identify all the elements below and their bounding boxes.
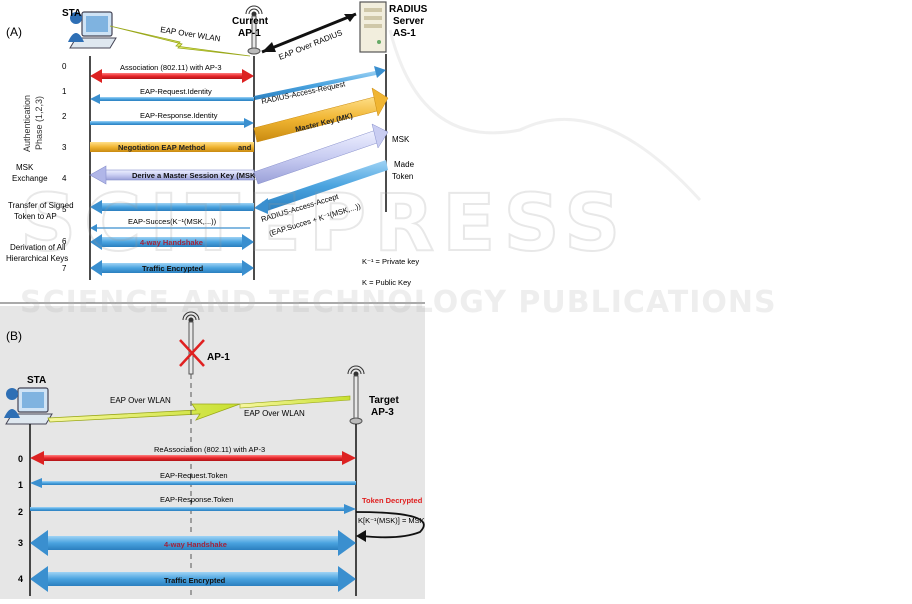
msk-arrow [253, 123, 389, 185]
panel-b-label: (B) [6, 329, 22, 343]
derive-msk-arrow [89, 165, 255, 185]
four-way-arrow-b [30, 530, 356, 556]
master-key-arrow [253, 87, 389, 143]
side-msk-1: MSK [16, 163, 34, 172]
decrypt-formula: K[K⁻¹(MSK)] = MSK [358, 516, 425, 525]
ap1-label-b: AP-1 [207, 352, 230, 363]
side-transfer-2: Token to AP [14, 212, 57, 221]
eap-over-wlan-left: EAP Over WLAN [110, 396, 171, 405]
radius-link [261, 12, 357, 54]
token-decrypted-label: Token Decrypted [362, 496, 423, 505]
radius-server-icon [359, 1, 387, 53]
ap-label-current: Current [232, 16, 269, 27]
watermark: SCITEPRESS SCIENCE AND TECHNOLOGY PUBLIC… [19, 29, 777, 320]
ap1-cross-icon [179, 339, 205, 367]
legend-private-key: K⁻¹ = Private key [362, 257, 419, 266]
request-token-label: EAP-Request.Token [160, 471, 228, 480]
step-a-5: 5 [62, 205, 67, 214]
reassociation-label: ReAssociation (802.11) with AP-3 [154, 445, 265, 454]
eap-over-wlan-right: EAP Over WLAN [244, 409, 305, 418]
server-label-as1: AS-1 [393, 28, 416, 39]
response-identity-label: EAP-Response.Identity [140, 111, 218, 120]
server-label-radius: RADIUS [389, 4, 428, 15]
association-label: Association (802.11) with AP-3 [120, 63, 222, 72]
response-identity-arrow [90, 118, 254, 128]
success-label: EAP-Succes(K⁻¹(MSK,...)) [128, 217, 217, 226]
sta-label-a: STA [62, 8, 81, 19]
side-derive-2: Hierarchical Keys [6, 254, 68, 263]
made-label: Made [394, 160, 415, 169]
target-ap3-label: AP-3 [371, 407, 394, 418]
request-identity-arrow [90, 94, 254, 104]
panel-b: (B) AP-1 STA Targe [0, 306, 425, 599]
access-accept-arrow [254, 160, 388, 214]
side-msk-2: Exchange [12, 174, 48, 183]
wlan-link-a [109, 25, 251, 57]
traffic-label-a: Traffic Encrypted [142, 264, 204, 273]
step-b-4: 4 [18, 574, 23, 584]
step-a-4: 4 [62, 174, 67, 183]
step-b-2: 2 [18, 507, 23, 517]
phase-label-2: Phase (1,2,3) [34, 96, 44, 150]
token-label: Token [392, 172, 413, 181]
sta-computer-icon-b [4, 387, 53, 425]
step-b-1: 1 [18, 480, 23, 490]
derive-msk-label: Derive a Master Session Key (MSK) [132, 171, 258, 180]
wlan-link-b [47, 395, 351, 423]
panel-a: (A) STA Current AP-1 RADIUS [0, 0, 428, 300]
decrypt-loop-arrowhead [356, 530, 366, 542]
watermark-swoosh [388, 29, 702, 202]
step-a-7: 7 [62, 264, 67, 273]
side-derive-1: Derivation of All [10, 243, 66, 252]
step-b-3: 3 [18, 538, 23, 548]
target-ap3-antenna-icon [347, 365, 365, 425]
step-b-0: 0 [18, 454, 23, 464]
phase-label-1: Authentication [22, 95, 32, 152]
target-label: Target [369, 395, 399, 406]
success-line-head [90, 224, 97, 232]
four-way-label-a: 4-way Handshake [140, 238, 203, 247]
step-a-6: 6 [62, 237, 67, 246]
traffic-arrow-a [90, 260, 254, 276]
watermark-tagline: SCIENCE AND TECHNOLOGY PUBLICATIONS [20, 285, 777, 320]
four-way-label-b: 4-way Handshake [164, 540, 227, 549]
four-way-arrow-a [90, 234, 254, 250]
server-label-server: Server [393, 16, 424, 27]
success-arrow-top [90, 200, 254, 214]
legend-public-key: K = Public Key [362, 278, 411, 287]
negotiation-arrow [90, 142, 254, 152]
sta-label-b: STA [27, 375, 46, 386]
watermark-brand: SCITEPRESS [20, 179, 628, 269]
sta-computer-icon [68, 11, 117, 49]
ap-label-ap1: AP-1 [238, 28, 261, 39]
access-request-arrow [254, 66, 386, 100]
association-arrow [90, 69, 254, 83]
ap1-antenna-icon [245, 5, 263, 55]
step-a-2: 2 [62, 112, 67, 121]
panel-b-background [0, 306, 425, 599]
side-transfer-1: Transfer of Signed [8, 201, 74, 210]
decrypt-loop-arrow [355, 511, 425, 539]
request-token-arrow [30, 478, 356, 488]
response-token-arrow [30, 504, 356, 514]
response-token-label: EAP-Response.Token [160, 495, 233, 504]
negotiation-and-label: and [238, 143, 252, 152]
negotiation-label: Negotiation EAP Method [118, 143, 206, 152]
traffic-label-b: Traffic Encrypted [164, 576, 226, 585]
server-msk-label: MSK [392, 135, 410, 144]
traffic-arrow-b [30, 566, 356, 592]
request-identity-label: EAP-Request.Identity [140, 87, 212, 96]
step-a-0: 0 [62, 62, 67, 71]
step-a-1: 1 [62, 87, 67, 96]
panel-a-label: (A) [6, 25, 22, 39]
step-a-3: 3 [62, 143, 67, 152]
reassociation-arrow [30, 451, 356, 465]
